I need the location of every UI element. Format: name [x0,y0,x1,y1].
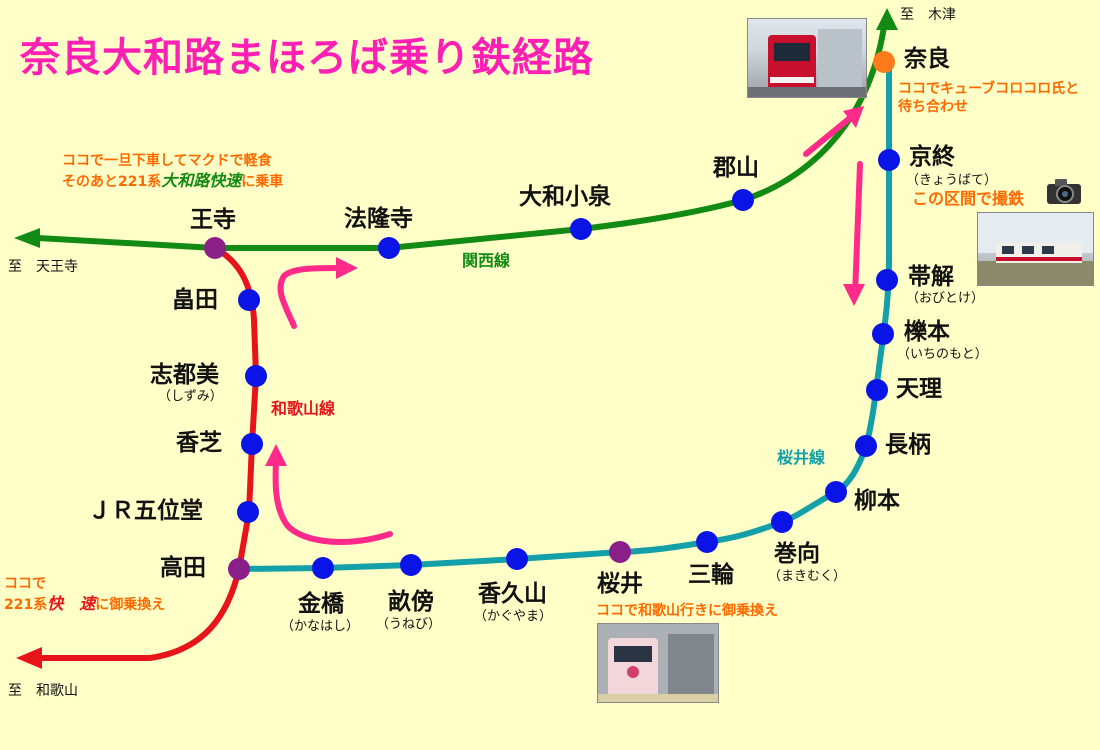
note-takada-post: に御乗換え [95,596,166,613]
line-label-sakurai: 桜井線 [777,448,826,467]
station-miwa: 三輪 [688,562,734,588]
station-dot-oji [204,237,226,259]
line-label-kansai: 関西線 [462,251,511,270]
photo-sakurai-train [597,623,719,703]
route-arrow-4 [803,115,853,157]
station-ichinomoto-reading: （いちのもと） [897,347,988,362]
note-oji: ココで一旦下車してマクドで軽食 そのあと221系大和路快速に乗車 [62,153,283,191]
station-dot-yamato-koizumi [570,218,592,240]
station-shizumi: 志都美 [150,362,219,388]
station-dot-kanahashi [312,557,334,579]
destination-kizu: 至 木津 [900,7,956,23]
note-sakurai: ココで和歌山行きに御乗換え [596,603,778,619]
station-obitoke-reading: （おびとけ） [906,291,985,306]
station-nagara: 長柄 [885,432,931,458]
station-shizumi-reading: （しずみ） [158,389,223,404]
note-takada: ココで 221系快 速に御乗換え [4,576,165,614]
note-photo-section: この区間で撮鉄 [912,189,1025,208]
station-hatada: 畠田 [172,287,218,313]
station-dot-koriyama [732,189,754,211]
note-takada-pre: 221系 [4,596,48,613]
station-ichinomoto: 櫟本 [904,319,950,345]
station-dot-kaguyama [506,548,528,570]
wakayama-arrow [16,647,42,669]
station-dot-kashiba [241,433,263,455]
station-jr-goido: ＪＲ五位堂 [88,498,203,524]
map-title: 奈良大和路まほろば乗り鉄経路 [20,35,594,81]
station-oji: 王寺 [190,207,236,233]
note-oji-pre: そのあと221系 [62,173,162,190]
station-kanahashi-reading: （かなはし） [281,619,360,634]
note-oji-line2: そのあと221系大和路快速に乗車 [62,171,283,192]
station-markers [204,51,900,580]
route-arrows [272,115,863,546]
station-takada: 高田 [160,555,206,581]
station-tenri: 天理 [896,376,942,402]
station-dot-horyuji [378,237,400,259]
station-dot-hatada [238,289,260,311]
station-kaguyama: 香久山 [478,581,547,607]
station-makimuku: 巻向 [774,541,820,567]
photo-nara-train [747,18,867,98]
station-koriyama: 郡山 [713,155,759,181]
route-arrow-2 [272,457,393,546]
destination-wakayama: 至 和歌山 [8,683,78,699]
station-dot-obitoke [876,269,898,291]
destination-tennoji: 至 天王寺 [8,259,78,275]
station-dot-jr-goido [237,501,259,523]
route-arrow-3 [852,161,863,299]
note-takada-line1: ココで [4,576,46,592]
station-yamato-koizumi: 大和小泉 [519,184,611,210]
station-sakurai: 桜井 [597,571,643,597]
station-kaguyama-reading: （かぐやま） [474,609,553,624]
station-kyobate-reading: （きょうばて） [906,173,998,188]
station-yanagimoto: 柳本 [854,488,900,514]
photo-section-train [977,212,1094,286]
station-dot-makimuku [771,511,793,533]
note-oji-em: 大和路快速 [161,170,242,190]
kansai-arrow-kizu [876,8,898,30]
station-makimuku-reading: （まきむく） [768,569,847,584]
station-dot-sakurai [609,541,631,563]
station-unebi-reading: （うねび） [376,617,442,632]
line-label-wakayama: 和歌山線 [271,399,336,418]
station-kashiba: 香芝 [176,430,222,456]
route-arrow-1 [277,265,343,329]
station-unebi: 畝傍 [388,589,434,615]
note-oji-post: に乗車 [241,173,284,190]
kansai-arrow-tennoji [14,228,40,248]
station-dot-takada [228,558,250,580]
station-dot-kyobate [878,149,900,171]
station-dot-tenri [866,379,888,401]
station-kanahashi: 金橋 [298,591,344,617]
station-dot-miwa [696,531,718,553]
station-dot-nagara [855,435,877,457]
note-oji-line1: ココで一旦下車してマクドで軽食 [62,153,272,169]
station-dot-yanagimoto [825,481,847,503]
station-dot-shizumi [245,365,267,387]
station-horyuji: 法隆寺 [344,206,413,232]
station-dot-unebi [400,554,422,576]
note-nara: ココでキューブコロコロ氏と 待ち合わせ [898,81,1080,115]
station-nara: 奈良 [904,46,950,72]
station-dot-nara [873,51,895,73]
camera-icon [1047,179,1081,204]
note-takada-em: 快 速 [47,593,96,613]
sakurai-line [238,60,892,572]
station-kyobate: 京終 [909,144,955,170]
station-dot-ichinomoto [872,323,894,345]
station-obitoke: 帯解 [908,264,954,290]
note-takada-line2: 221系快 速に御乗換え [4,594,165,615]
